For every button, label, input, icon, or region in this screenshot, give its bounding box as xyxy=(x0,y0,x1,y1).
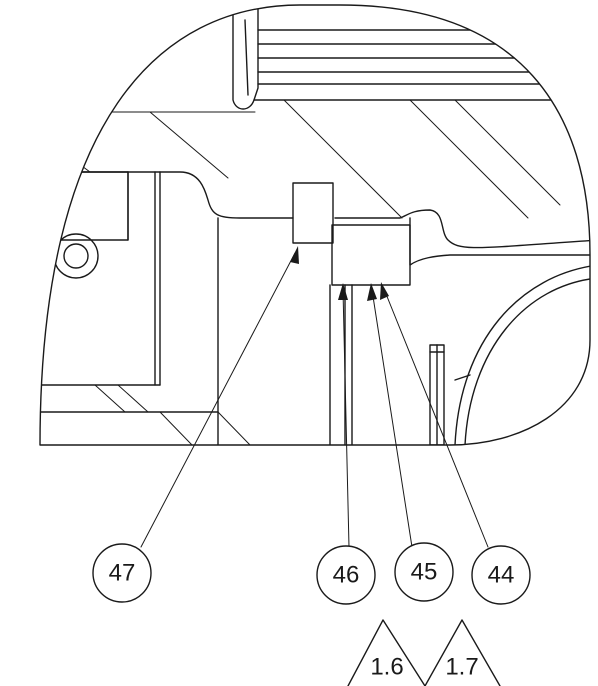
sheet-ref-1-6: 1.6 xyxy=(347,619,426,686)
detail-boundary xyxy=(39,4,591,446)
section-geometry xyxy=(40,5,590,445)
callout-45: 45 xyxy=(394,542,454,602)
callout-47-label: 47 xyxy=(109,560,136,587)
callout-44: 44 xyxy=(471,545,531,605)
sheet-ref-1-6-label: 1.6 xyxy=(370,654,403,681)
sheet-ref-1-7: 1.7 xyxy=(424,619,501,686)
sheet-ref-1-7-label: 1.7 xyxy=(445,654,478,681)
callout-45-label: 45 xyxy=(411,559,438,586)
callout-46-label: 46 xyxy=(333,562,360,589)
callout-46: 46 xyxy=(316,545,376,605)
leader-lines xyxy=(140,246,489,548)
callout-44-label: 44 xyxy=(488,562,515,589)
callout-47: 47 xyxy=(92,543,152,603)
